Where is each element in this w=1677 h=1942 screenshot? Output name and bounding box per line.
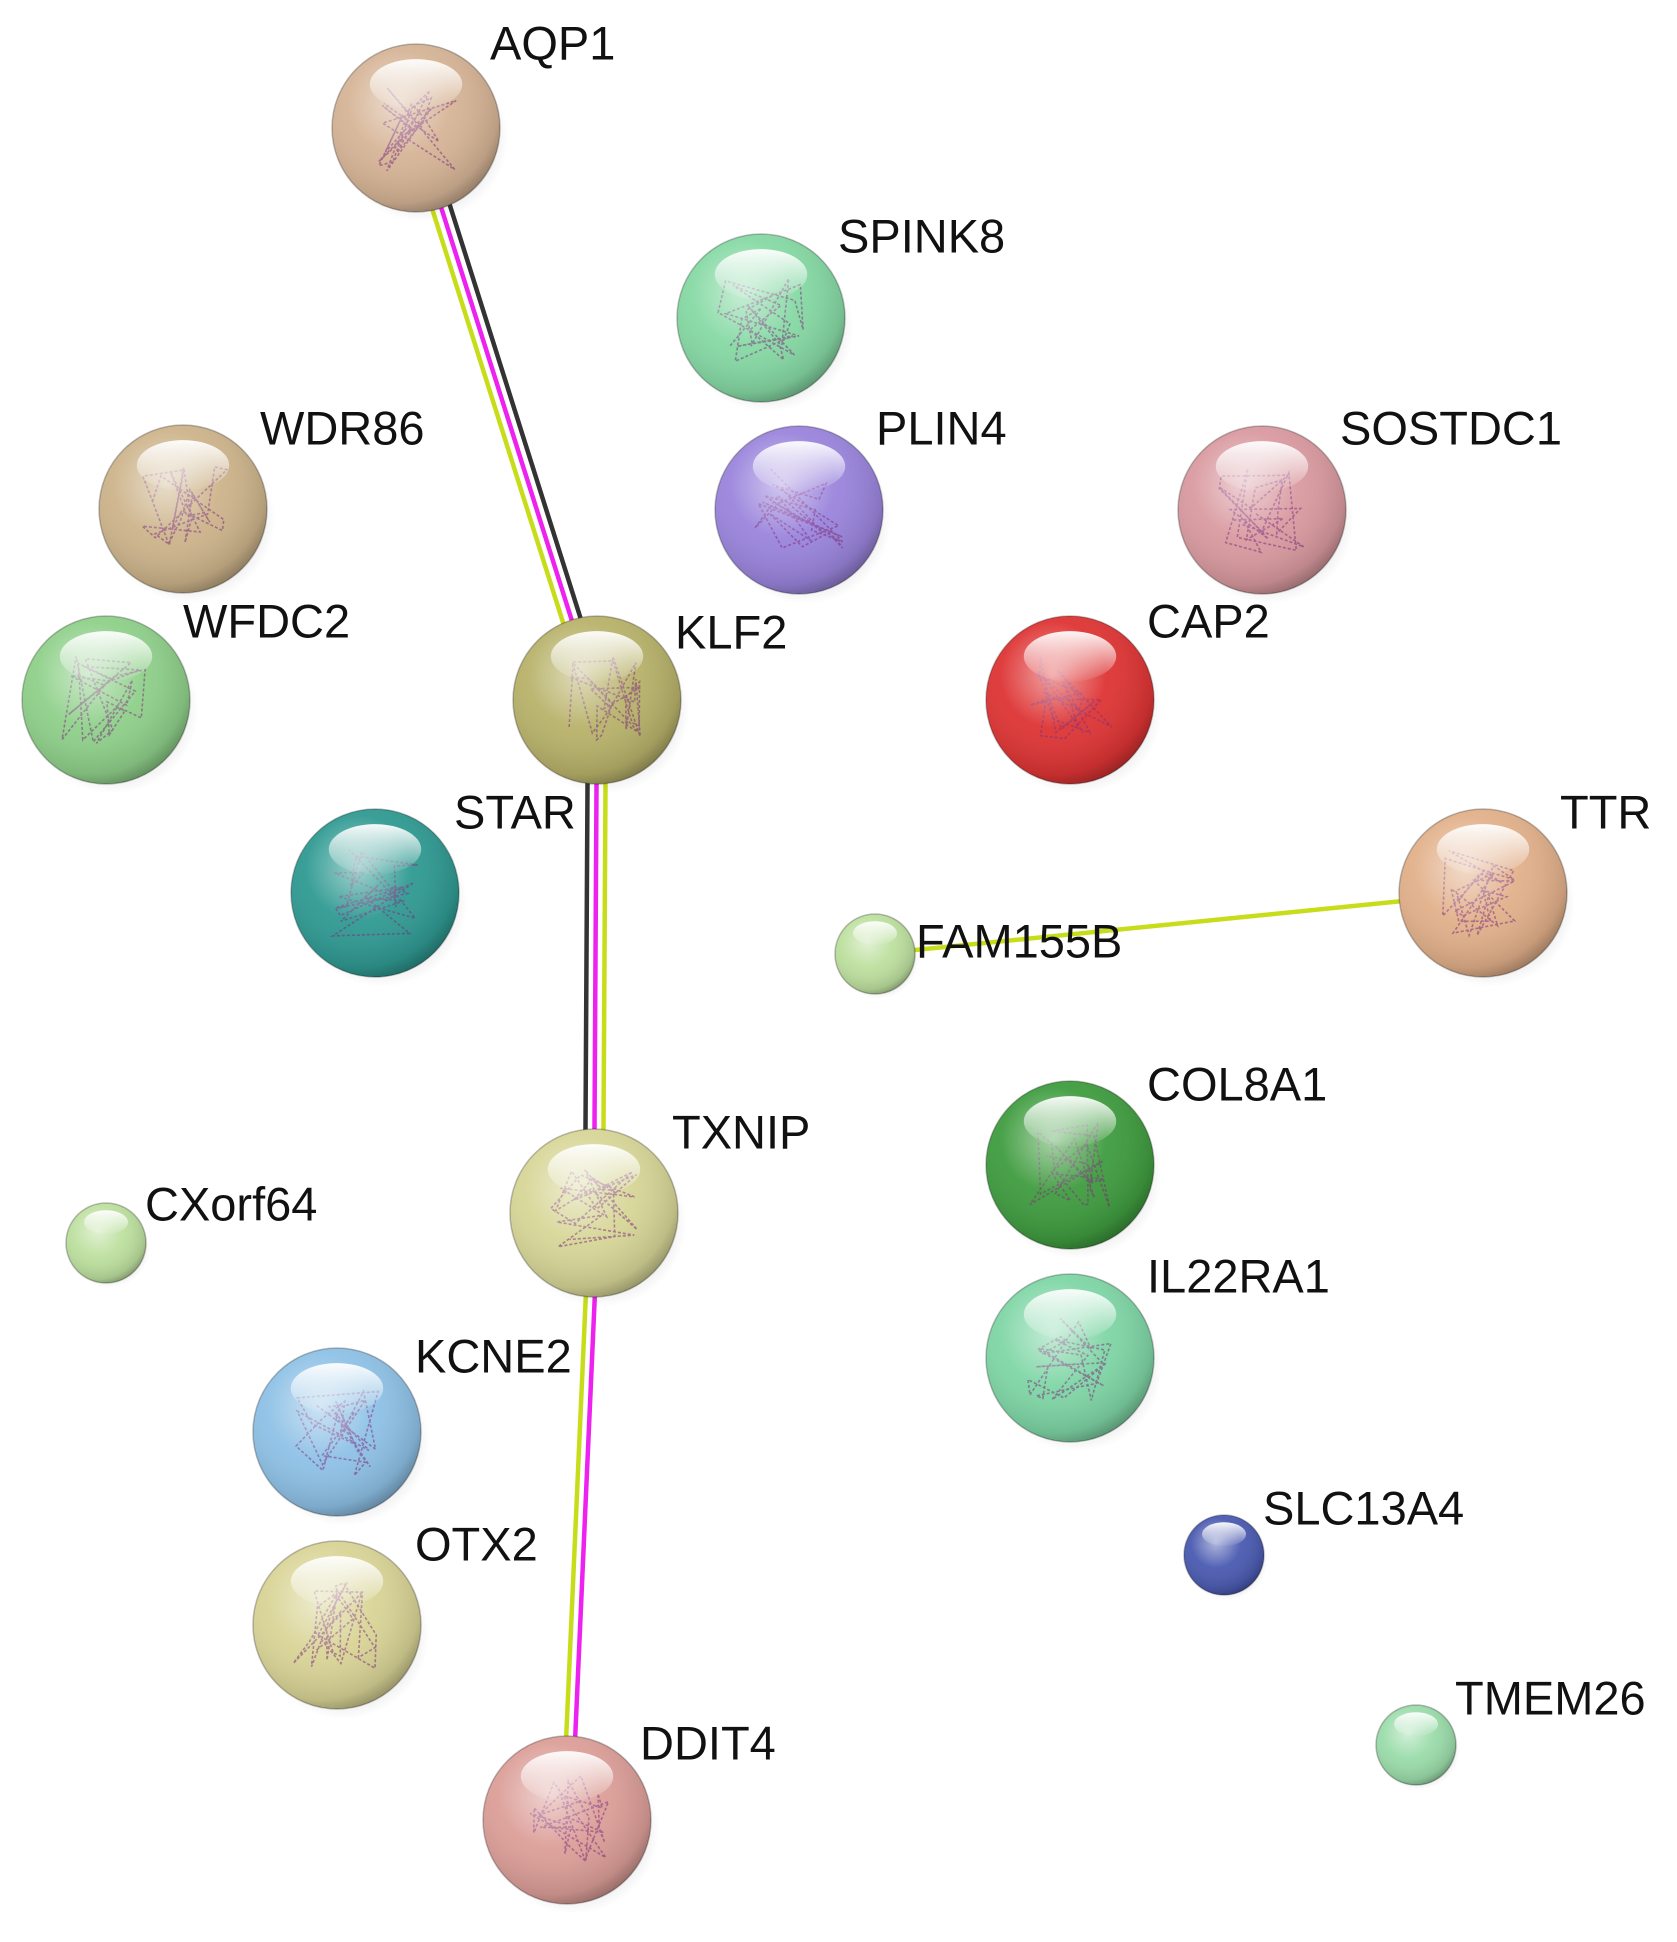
node-label-col8a1: COL8A1 xyxy=(1147,1057,1327,1110)
node-kcne2[interactable]: KCNE2 xyxy=(252,1329,572,1527)
node-col8a1[interactable]: COL8A1 xyxy=(985,1057,1327,1260)
node-plin4[interactable]: PLIN4 xyxy=(714,401,1007,605)
node-label-ddit4: DDIT4 xyxy=(640,1716,776,1769)
node-label-sostdc1: SOSTDC1 xyxy=(1340,401,1562,454)
node-label-otx2: OTX2 xyxy=(415,1517,538,1570)
node-star[interactable]: STAR xyxy=(290,785,576,988)
node-label-aqp1: AQP1 xyxy=(490,16,615,69)
node-label-wfdc2: WFDC2 xyxy=(183,594,350,647)
node-wdr86[interactable]: WDR86 xyxy=(98,401,425,604)
edge-line-magenta xyxy=(569,1210,601,1823)
edge-txnip-ddit4[interactable] xyxy=(560,1210,601,1823)
edge-line-yellow-green xyxy=(560,1210,592,1823)
node-highlight xyxy=(1202,1522,1246,1547)
node-highlight xyxy=(1436,824,1530,875)
node-label-fam155b: FAM155B xyxy=(916,914,1122,967)
node-highlight xyxy=(550,631,644,682)
node-wfdc2[interactable]: WFDC2 xyxy=(21,594,350,795)
node-spink8[interactable]: SPINK8 xyxy=(676,209,1005,413)
node-label-txnip: TXNIP xyxy=(672,1105,810,1158)
node-highlight xyxy=(1023,1096,1117,1147)
node-highlight xyxy=(1023,631,1117,682)
node-tmem26[interactable]: TMEM26 xyxy=(1375,1671,1646,1790)
node-highlight xyxy=(1394,1712,1438,1737)
edge-aqp1-klf2[interactable] xyxy=(405,123,608,705)
node-fam155b[interactable]: FAM155B xyxy=(834,913,1122,999)
node-cxorf64[interactable]: CXorf64 xyxy=(65,1177,317,1288)
edge-line-magenta xyxy=(413,125,600,703)
edge-layer xyxy=(405,123,1486,1823)
edge-line-black xyxy=(422,123,608,700)
node-label-star: STAR xyxy=(454,785,576,838)
node-cap2[interactable]: CAP2 xyxy=(985,594,1270,795)
node-txnip[interactable]: TXNIP xyxy=(509,1105,810,1308)
node-highlight xyxy=(290,1363,384,1414)
node-highlight xyxy=(290,1556,384,1607)
node-highlight xyxy=(853,921,897,946)
node-label-spink8: SPINK8 xyxy=(838,209,1005,262)
edge-line-yellow-green xyxy=(872,890,1486,957)
node-slc13a4[interactable]: SLC13A4 xyxy=(1183,1481,1464,1600)
node-highlight xyxy=(752,441,846,492)
node-klf2[interactable]: KLF2 xyxy=(512,605,787,795)
node-label-il22ra1: IL22RA1 xyxy=(1147,1249,1330,1302)
node-label-cxorf64: CXorf64 xyxy=(145,1177,317,1230)
node-aqp1[interactable]: AQP1 xyxy=(331,16,615,223)
node-ddit4[interactable]: DDIT4 xyxy=(482,1716,776,1915)
node-highlight xyxy=(714,249,808,300)
node-label-kcne2: KCNE2 xyxy=(415,1329,572,1382)
node-ttr[interactable]: TTR xyxy=(1398,785,1651,988)
node-highlight xyxy=(1215,441,1309,492)
node-otx2[interactable]: OTX2 xyxy=(252,1517,538,1720)
edge-fam155b-ttr[interactable] xyxy=(872,890,1486,957)
node-label-klf2: KLF2 xyxy=(675,605,787,658)
node-il22ra1[interactable]: IL22RA1 xyxy=(985,1249,1330,1453)
edge-line-yellow-green xyxy=(405,128,591,705)
node-label-wdr86: WDR86 xyxy=(260,401,425,454)
node-label-ttr: TTR xyxy=(1560,785,1651,838)
node-highlight xyxy=(136,440,230,491)
node-label-slc13a4: SLC13A4 xyxy=(1263,1481,1464,1534)
node-highlight xyxy=(59,631,153,682)
node-label-tmem26: TMEM26 xyxy=(1455,1671,1646,1724)
node-label-plin4: PLIN4 xyxy=(876,401,1007,454)
node-highlight xyxy=(369,59,463,110)
node-highlight xyxy=(520,1751,614,1802)
node-highlight xyxy=(328,824,422,875)
node-sostdc1[interactable]: SOSTDC1 xyxy=(1177,401,1562,605)
node-label-cap2: CAP2 xyxy=(1147,594,1270,647)
node-highlight xyxy=(547,1144,641,1195)
node-highlight xyxy=(84,1210,128,1235)
node-highlight xyxy=(1023,1289,1117,1340)
